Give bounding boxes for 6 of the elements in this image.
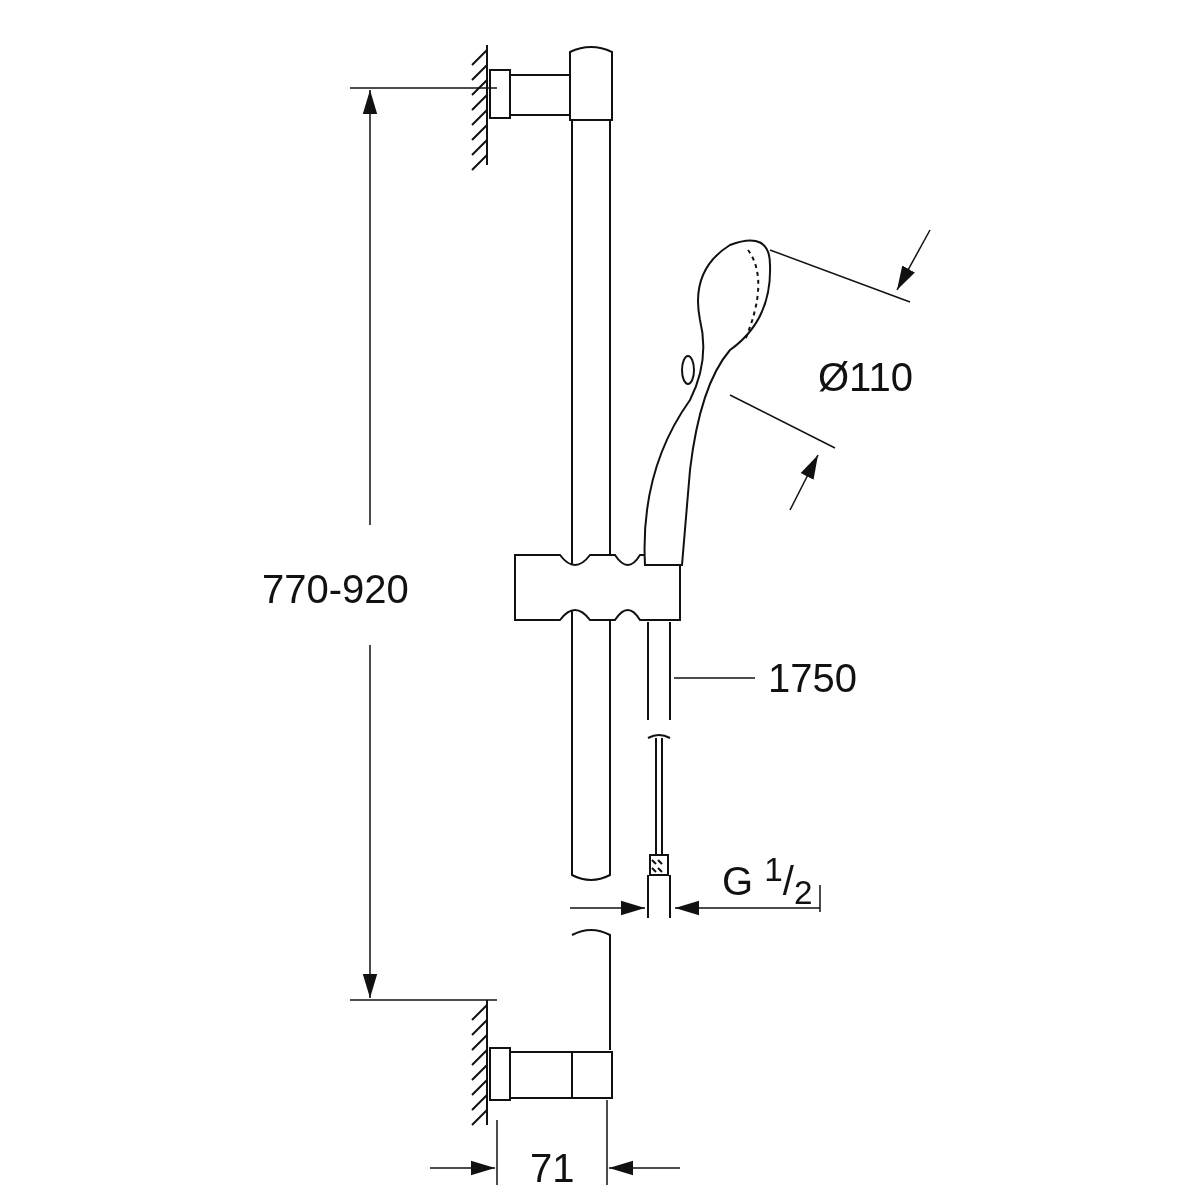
- leader-line: [673, 677, 756, 679]
- dimension-label: G $^{1}$/$_{2}$: [722, 850, 813, 914]
- dimension-label: 770-920: [262, 567, 409, 611]
- dimension-label: Ø110: [818, 355, 913, 399]
- dimension-label: 1750: [768, 656, 857, 700]
- dimension-label: 71: [530, 1146, 575, 1190]
